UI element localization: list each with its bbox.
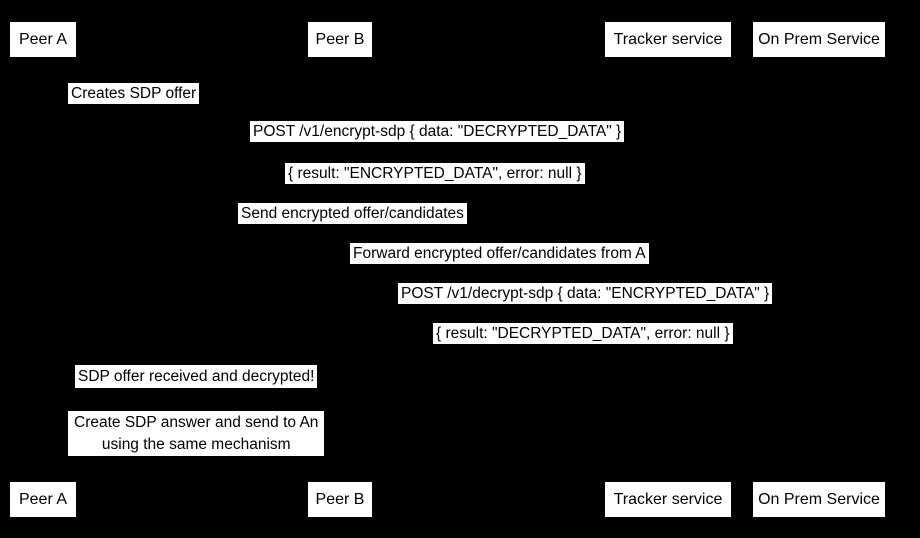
actor-box-on-prem-service-bottom: On Prem Service [753, 482, 885, 517]
actor-box-peer-b-bottom: Peer B [308, 482, 372, 517]
actor-box-on-prem-service-top: On Prem Service [753, 22, 885, 57]
message-label-post-decrypt-sdp: POST /v1/decrypt-sdp { data: "ENCRYPTED_… [398, 283, 773, 304]
actor-box-peer-a-bottom: Peer A [10, 482, 76, 517]
note-line-2: using the same mechanism [101, 436, 291, 453]
message-label-send-encrypted-offer: Send encrypted offer/candidates [238, 203, 467, 224]
message-label-decrypt-result: { result: "DECRYPTED_DATA", error: null … [433, 323, 733, 344]
message-label-encrypt-result: { result: "ENCRYPTED_DATA", error: null … [285, 163, 585, 184]
note-line-1: Create SDP answer and send to An [74, 414, 319, 431]
actor-box-peer-b-top: Peer B [308, 22, 372, 57]
message-label-post-encrypt-sdp: POST /v1/encrypt-sdp { data: "DECRYPTED_… [250, 121, 625, 142]
actor-box-peer-a-top: Peer A [10, 22, 76, 57]
message-label-creates-sdp-offer: Creates SDP offer [68, 83, 200, 104]
message-label-forward-encrypted-offer: Forward encrypted offer/candidates from … [350, 243, 649, 264]
actor-box-tracker-service-bottom: Tracker service [605, 482, 731, 517]
note-box-create-sdp-answer: Create SDP answer and send to An using t… [68, 411, 325, 456]
actor-box-tracker-service-top: Tracker service [605, 22, 731, 57]
message-label-sdp-offer-received: SDP offer received and decrypted! [75, 365, 318, 388]
